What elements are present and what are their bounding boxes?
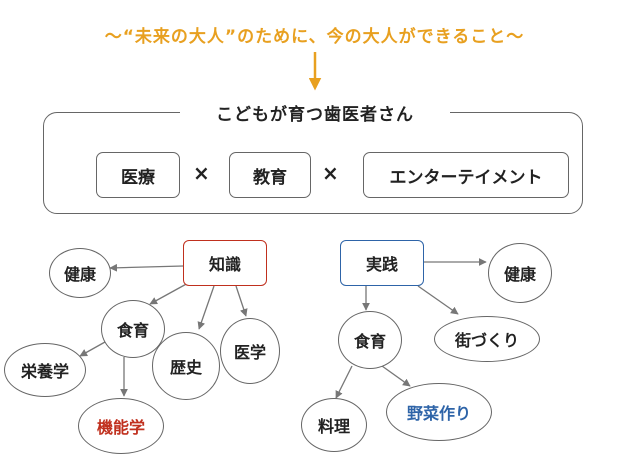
rekishi-node: 歴史 (152, 332, 220, 400)
pillar-entertainment: エンターテイメント (363, 152, 569, 198)
machizukuri-node: 街づくり (434, 316, 540, 362)
pillar-medical: 医療 (96, 152, 180, 198)
yasai-node: 野菜作り (386, 383, 492, 441)
headline: 〜“未来の大人”のために、今の大人ができること〜 (104, 27, 525, 47)
kinougaku-node: 機能学 (78, 398, 164, 454)
arrow-shokuiku-ryouri (335, 365, 353, 399)
arrow-shokuiku-eiyougaku (79, 341, 106, 357)
right-health-node: 健康 (488, 243, 552, 303)
arrow-knowledge-shokuiku (149, 281, 191, 305)
pillar-education: 教育 (229, 152, 311, 198)
subtitle: こどもが育つ歯医者さん (180, 100, 450, 125)
times-symbol-1: × (193, 161, 210, 185)
arrow-knowledge-health (109, 263, 184, 272)
arrow-knowledge-rekishi (197, 285, 215, 330)
eiyougaku-node: 栄養学 (4, 343, 86, 397)
times-symbol-2: × (322, 161, 339, 185)
arrow-practice-machizukuri (417, 285, 459, 315)
igaku-node: 医学 (220, 318, 280, 384)
left-health-node: 健康 (49, 248, 111, 298)
practice-box: 実践 (340, 240, 424, 286)
knowledge-box: 知識 (183, 240, 267, 286)
arrow-knowledge-igaku (235, 285, 248, 317)
arrow-shokuiku-yasai (381, 365, 411, 387)
left-shokuiku-node: 食育 (101, 300, 165, 358)
right-shokuiku-node: 食育 (338, 311, 402, 369)
ryouri-node: 料理 (301, 398, 367, 452)
